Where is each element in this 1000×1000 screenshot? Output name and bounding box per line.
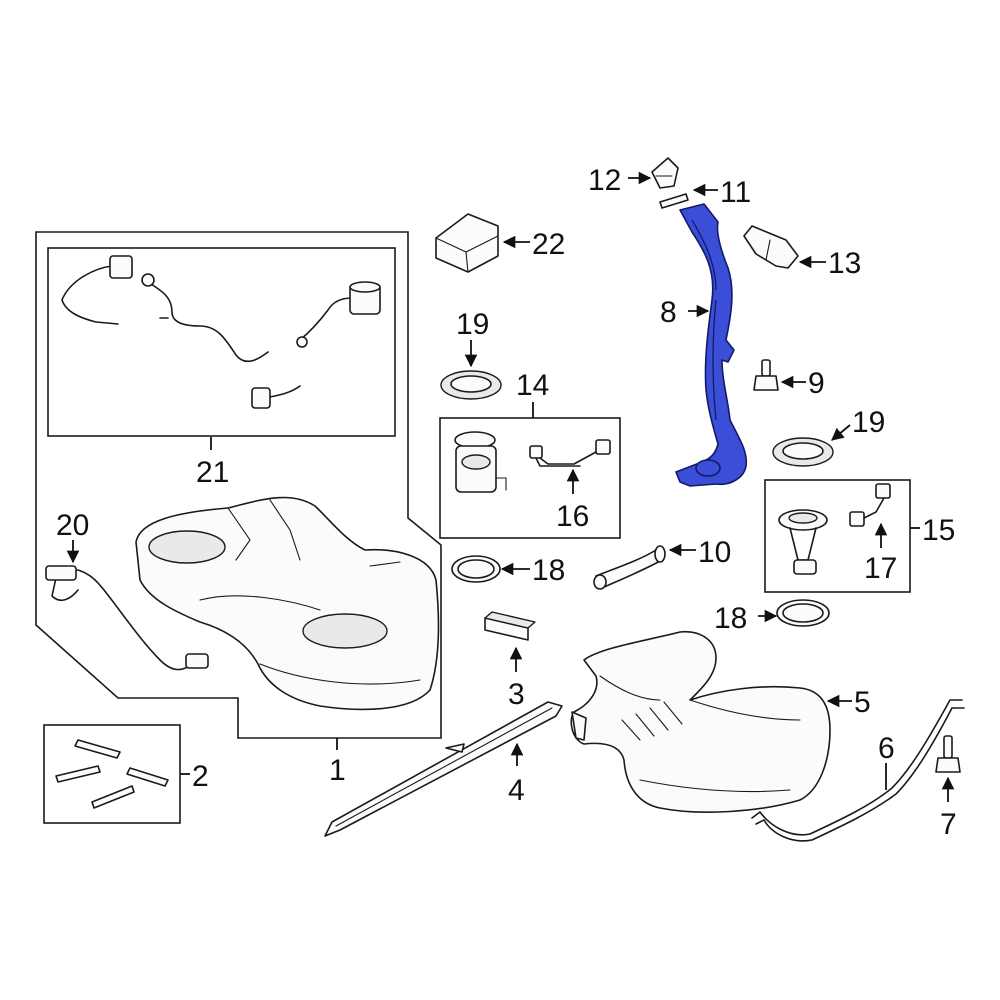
callout-19a[interactable]: 19 xyxy=(456,308,489,341)
tank-assembly-group-outline xyxy=(35,231,442,739)
callout-1[interactable]: 1 xyxy=(329,754,346,787)
leader-19b xyxy=(831,424,851,441)
fuel-pump-box xyxy=(439,417,621,539)
callout-9[interactable]: 9 xyxy=(808,367,825,400)
o-ring-part[interactable] xyxy=(659,193,689,209)
callout-10[interactable]: 10 xyxy=(698,536,731,569)
callout-3[interactable]: 3 xyxy=(508,678,525,711)
strap-part[interactable] xyxy=(751,699,965,842)
callout-2[interactable]: 2 xyxy=(192,760,209,793)
callout-16[interactable]: 16 xyxy=(556,500,589,533)
callout-11[interactable]: 11 xyxy=(720,176,751,209)
callout-20[interactable]: 20 xyxy=(56,509,89,542)
seal-right-part[interactable] xyxy=(776,599,830,627)
filler-neck-part[interactable] xyxy=(675,203,748,487)
callout-8[interactable]: 8 xyxy=(660,296,677,329)
callout-15[interactable]: 15 xyxy=(922,514,955,547)
vapor-lines-box xyxy=(47,247,396,437)
callout-22[interactable]: 22 xyxy=(532,228,565,261)
bolt-lower-part[interactable] xyxy=(935,735,961,773)
pad-part[interactable] xyxy=(484,611,536,641)
bolt-upper-part[interactable] xyxy=(753,359,779,391)
pump-wiring-part[interactable] xyxy=(529,439,611,467)
fuel-pump-part[interactable] xyxy=(454,431,507,493)
vapor-lines-part[interactable] xyxy=(61,255,381,409)
seal-left-part[interactable] xyxy=(451,555,501,583)
fuel-tank-part[interactable] xyxy=(135,496,440,711)
callout-13[interactable]: 13 xyxy=(828,247,861,280)
sender-wiring-part[interactable] xyxy=(849,483,891,527)
sensor-part[interactable] xyxy=(435,213,499,273)
nozzle-insert-part[interactable] xyxy=(743,225,799,269)
callout-14[interactable]: 14 xyxy=(516,369,549,402)
fuel-line-part[interactable] xyxy=(45,565,209,671)
callout-12[interactable]: 12 xyxy=(588,164,621,197)
shield-strip-part[interactable] xyxy=(324,701,563,837)
heat-shield-part[interactable] xyxy=(570,631,831,813)
callout-7[interactable]: 7 xyxy=(940,808,957,841)
callout-18a[interactable]: 18 xyxy=(532,554,565,587)
sender-box xyxy=(764,479,911,593)
hose-part[interactable] xyxy=(593,545,666,590)
callout-18b[interactable]: 18 xyxy=(714,602,747,635)
callout-4[interactable]: 4 xyxy=(508,774,525,807)
labels-part[interactable] xyxy=(55,739,169,809)
callout-6[interactable]: 6 xyxy=(878,732,895,765)
callout-19b[interactable]: 19 xyxy=(852,406,885,439)
lock-ring-left-part[interactable] xyxy=(440,370,502,400)
callout-5[interactable]: 5 xyxy=(854,686,871,719)
cap-part[interactable] xyxy=(651,157,679,189)
lock-ring-right-part[interactable] xyxy=(772,437,834,467)
callout-17[interactable]: 17 xyxy=(864,552,897,585)
callout-21[interactable]: 21 xyxy=(196,456,229,489)
fuel-sender-part[interactable] xyxy=(778,509,828,575)
